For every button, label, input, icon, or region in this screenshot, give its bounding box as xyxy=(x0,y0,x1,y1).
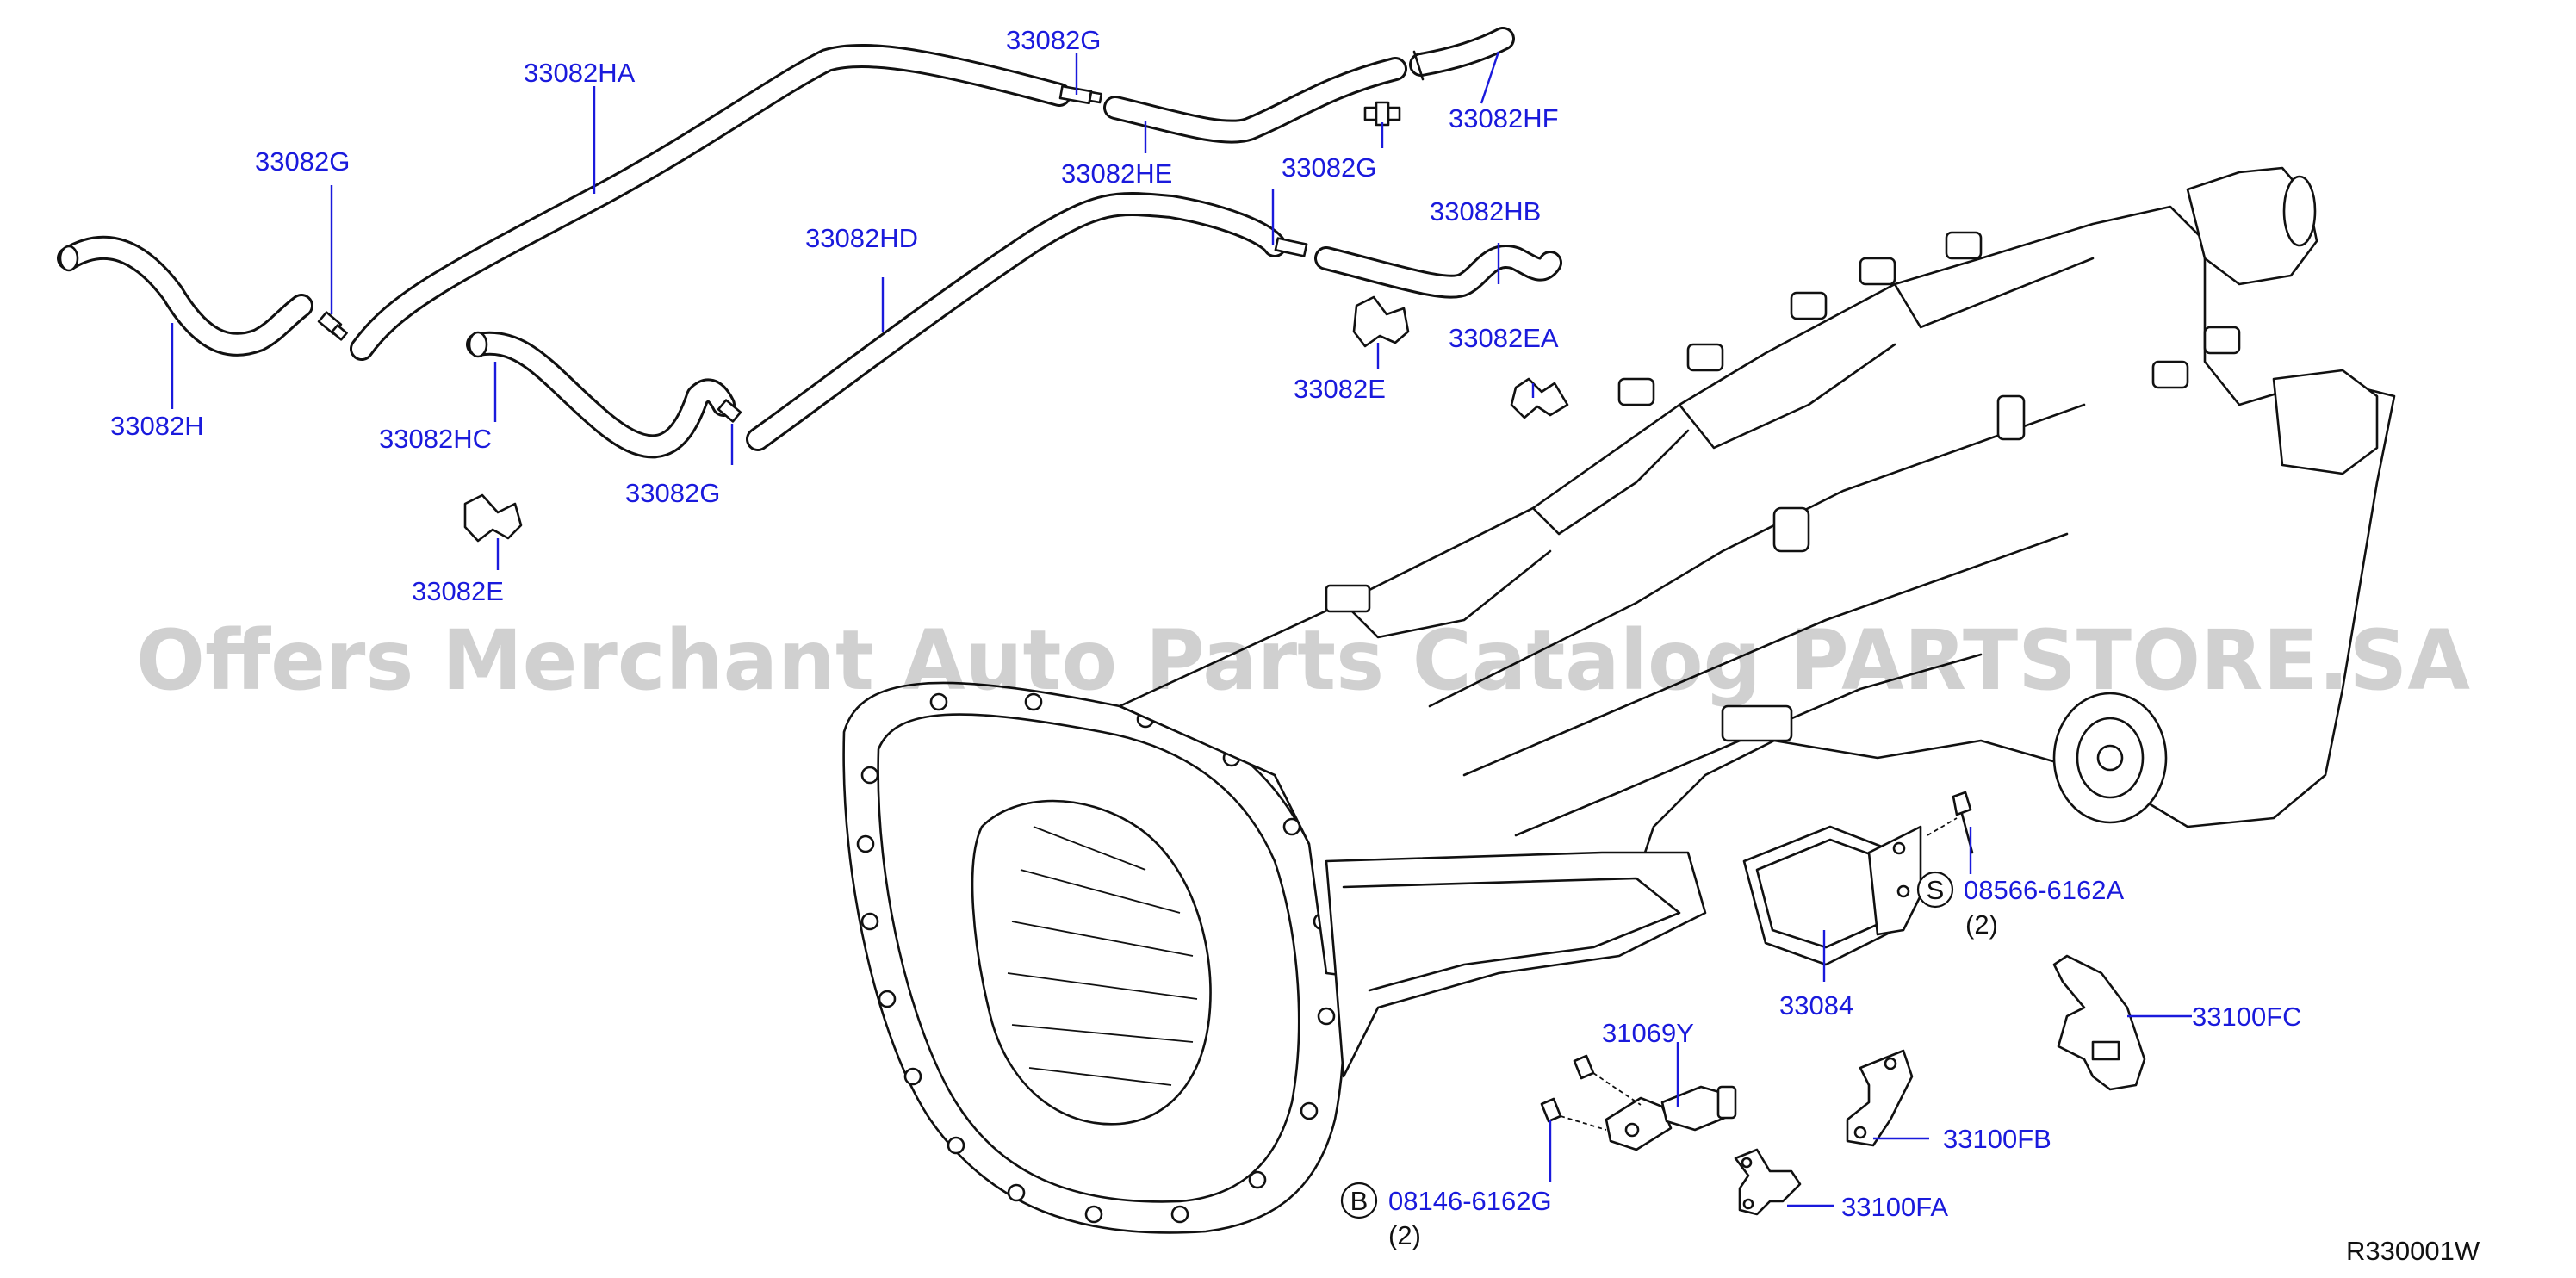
hose-33082hb[interactable] xyxy=(1314,245,1562,299)
clip-33082ea[interactable] xyxy=(1510,377,1569,419)
bracket-33100fa[interactable] xyxy=(1734,1148,1802,1216)
sensor-31069y[interactable] xyxy=(1605,1085,1737,1151)
label-33082g-left[interactable]: 33082G xyxy=(255,146,350,177)
label-33100fa[interactable]: 33100FA xyxy=(1841,1192,1948,1222)
label-33082g-mid[interactable]: 33082G xyxy=(1282,152,1376,183)
bracket-33100fc[interactable] xyxy=(2052,954,2146,1091)
bracket-33100fb[interactable] xyxy=(1846,1049,1914,1147)
label-33082hf[interactable]: 33082HF xyxy=(1449,103,1559,133)
symbol-b: B xyxy=(1350,1186,1369,1216)
symbol-circle-b xyxy=(1340,1182,1378,1219)
label-33082g-top[interactable]: 33082G xyxy=(1006,25,1101,55)
qty-08566: (2) xyxy=(1965,909,1998,940)
connector-33082g-hb[interactable] xyxy=(1274,237,1308,257)
qty-08146: (2) xyxy=(1388,1220,1421,1250)
hose-33082he[interactable] xyxy=(1103,57,1407,144)
inner-ribs xyxy=(1007,826,1198,1086)
hose-33082ha[interactable] xyxy=(350,43,1071,361)
transmission-assembly xyxy=(842,166,2396,1234)
label-33082he[interactable]: 33082HE xyxy=(1061,158,1172,189)
case-bosses xyxy=(1325,231,2241,742)
label-33082e-left[interactable]: 33082E xyxy=(412,576,504,606)
bolt-08146-6162g[interactable] xyxy=(1540,1054,1642,1131)
clip-33082e-right[interactable] xyxy=(1352,295,1410,348)
symbol-circle-s xyxy=(1916,871,1954,909)
connector-33082g-low[interactable] xyxy=(717,399,742,423)
connector-33082g-left[interactable] xyxy=(317,311,348,341)
symbol-s: S xyxy=(1927,875,1945,905)
label-33082hd[interactable]: 33082HD xyxy=(805,223,918,253)
label-33082h[interactable]: 33082H xyxy=(110,411,204,441)
hose-33082hc[interactable] xyxy=(466,331,736,459)
label-33082hc[interactable]: 33082HC xyxy=(379,424,492,454)
label-33084[interactable]: 33084 xyxy=(1779,990,1853,1021)
hose-33082hd[interactable] xyxy=(746,191,1287,451)
label-08146-6162g[interactable]: 08146-6162G xyxy=(1388,1186,1552,1216)
control-module-33084[interactable] xyxy=(1742,825,1922,966)
bell-housing-bolts xyxy=(856,692,1336,1224)
label-33082e-right[interactable]: 33082E xyxy=(1294,374,1386,404)
label-33082hb[interactable]: 33082HB xyxy=(1430,196,1541,226)
label-33082g-low[interactable]: 33082G xyxy=(625,478,720,508)
label-33100fc[interactable]: 33100FC xyxy=(2192,1002,2302,1032)
label-31069y[interactable]: 31069Y xyxy=(1602,1018,1694,1048)
bolt-08566-6162a[interactable] xyxy=(1927,791,1974,854)
leader-lines xyxy=(171,51,2192,1207)
watermark: Offers Merchant Auto Parts Catalog PARTS… xyxy=(136,612,2470,709)
hose-33082hf[interactable] xyxy=(1409,27,1515,81)
part-labels: 33082HA 33082G 33082HF 33082HE 33082G 33… xyxy=(110,25,2480,1266)
callout-08566[interactable]: S 08566-6162A (2) xyxy=(1916,871,2124,940)
callout-08146[interactable]: B 08146-6162G (2) xyxy=(1340,1182,1552,1250)
label-33082ha[interactable]: 33082HA xyxy=(524,58,636,88)
diagram-code: R330001W xyxy=(2346,1236,2480,1266)
label-33100fb[interactable]: 33100FB xyxy=(1943,1124,2051,1154)
label-08566-6162a[interactable]: 08566-6162A xyxy=(1964,875,2124,905)
clip-33082e-left[interactable] xyxy=(463,493,523,543)
label-33082ea[interactable]: 33082EA xyxy=(1449,323,1559,353)
hose-33082h[interactable] xyxy=(57,235,313,357)
connector-33082g-mid[interactable] xyxy=(1363,101,1401,127)
